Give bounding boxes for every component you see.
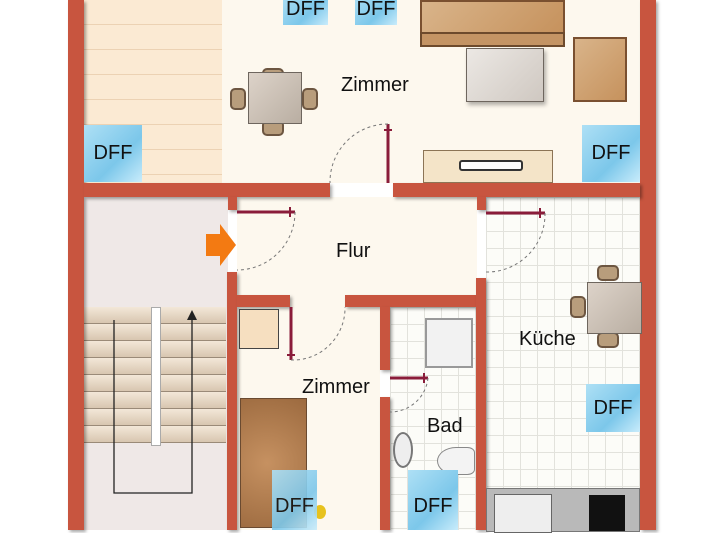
outer-wall-left [68,0,84,530]
sideboard [423,150,553,183]
living-room-door[interactable] [329,123,392,184]
entrance-door[interactable] [236,207,296,271]
wall-kitchen-left [476,278,486,530]
kitchen-door[interactable] [485,208,546,273]
roof-window: DFF [355,0,397,25]
room-label-bathroom: Bad [427,415,463,437]
kitchen-counter [486,488,640,533]
outer-wall-right [640,0,656,530]
bathroom-door[interactable] [389,373,429,413]
wall-bedroom-top-right [345,295,476,307]
wardrobe [239,309,279,349]
wall-living-left [84,183,330,197]
washbasin [393,432,413,468]
hallway-floor [237,197,477,307]
wall-hall-left [227,272,237,530]
wall-hall-stub-left [228,197,237,210]
room-label-kitchen: Küche [519,328,576,350]
bedroom-door[interactable] [287,306,346,361]
coffee-table [466,48,544,102]
wall-bedroom-top-left [237,295,290,307]
lamp-icon [314,505,326,519]
room-label-living: Zimmer [341,74,409,96]
sink-icon [494,494,552,533]
sofa [420,0,565,34]
room-label-hallway: Flur [336,240,371,262]
kitchen-floor [486,197,640,530]
roof-window: DFF [84,125,142,182]
roof-window: DFF [586,384,640,432]
room-label-bedroom: Zimmer [302,376,370,398]
roof-window: DFF [582,125,640,182]
wall-hall-stub-right [477,197,486,210]
armchair [573,37,627,102]
wall-bath-left-lower [380,397,390,530]
entrance-arrow-icon [206,224,236,266]
roof-window: DFF [272,470,317,530]
roof-window: DFF [408,470,458,530]
wall-bath-left-upper [380,307,390,370]
roof-window: DFF [283,0,328,25]
balcony-area [84,0,222,183]
stove-icon [589,495,625,531]
wall-living-right [393,183,640,197]
stair-direction-arrow-icon [113,310,197,494]
shower [425,318,473,368]
